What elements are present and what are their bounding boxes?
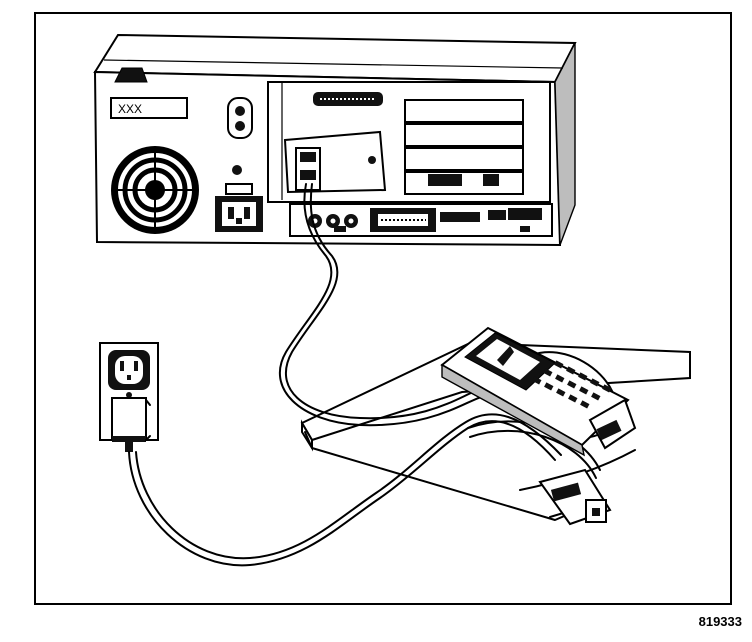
serial-port-top xyxy=(313,92,383,106)
keypad xyxy=(532,360,612,409)
power-indicator xyxy=(232,165,242,175)
panel-label-box xyxy=(110,97,188,119)
dlc-connector xyxy=(538,468,612,526)
tool-connector xyxy=(588,398,637,450)
expansion-slots xyxy=(404,99,524,195)
scan-tool xyxy=(440,326,637,457)
wall-outlet xyxy=(99,342,159,441)
lower-port-row xyxy=(289,203,553,237)
figure-frame xyxy=(34,12,732,605)
fan-grille xyxy=(111,146,199,234)
panel-tab xyxy=(114,67,148,83)
computer-rear-panel: XXX xyxy=(93,33,577,247)
voltage-switch xyxy=(227,97,253,139)
figure-number: 819333 xyxy=(698,614,742,629)
panel-label-text: XXX xyxy=(118,102,142,116)
power-inlet xyxy=(215,183,263,232)
cables xyxy=(128,183,636,567)
power-adapter xyxy=(111,397,151,452)
interface-card xyxy=(283,130,387,194)
screen-logo xyxy=(497,346,514,366)
